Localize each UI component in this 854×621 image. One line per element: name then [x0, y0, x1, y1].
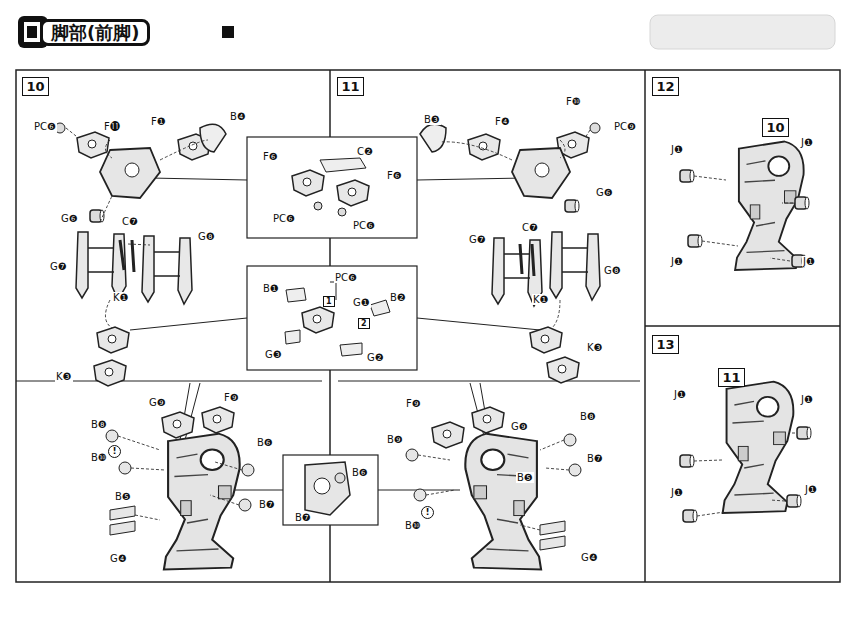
- part-label: PC❻: [33, 121, 57, 132]
- part-label: PC❻: [272, 213, 296, 224]
- part-label: B❼: [294, 512, 312, 523]
- part-label: B❿: [404, 520, 422, 531]
- part-label: B❿: [90, 452, 108, 463]
- part-label: J❶: [670, 256, 684, 267]
- part-label: G❻: [60, 213, 79, 224]
- part-label: G❽: [603, 265, 622, 276]
- part-label: B❶: [262, 283, 280, 294]
- caution-mark: !: [108, 445, 121, 458]
- step-number: 12: [652, 77, 679, 96]
- part-label: PC❾: [613, 121, 637, 132]
- part-label: J❶: [800, 137, 814, 148]
- part-label: F⓫: [103, 121, 121, 132]
- part-label: F❹: [494, 116, 511, 127]
- part-label: F❾: [405, 398, 422, 409]
- part-label: G❻: [595, 187, 614, 198]
- step-number-text: 11: [722, 371, 740, 385]
- part-label: C❼: [521, 222, 539, 233]
- step-number-text: 12: [656, 80, 674, 94]
- part-label: B❼: [586, 453, 604, 464]
- part-label: B❼: [258, 499, 276, 510]
- step-number: 11: [337, 77, 364, 96]
- part-label: F❾: [223, 392, 240, 403]
- sub-step-number: 1: [323, 296, 335, 307]
- part-label: G❾: [148, 397, 167, 408]
- part-label: G❷: [366, 352, 385, 363]
- part-label: B❻: [351, 467, 369, 478]
- part-label: B❽: [579, 411, 597, 422]
- part-label: G❼: [49, 261, 68, 272]
- part-label: G❼: [468, 234, 487, 245]
- caution-mark: !: [421, 506, 434, 519]
- part-label: B❹: [229, 111, 247, 122]
- part-label: J❶: [670, 144, 684, 155]
- part-label: K❸: [586, 342, 604, 353]
- part-label: G❹: [109, 553, 128, 564]
- step-reference: 11: [718, 368, 745, 387]
- part-label: J❶: [670, 487, 684, 498]
- part-label: B❺: [114, 491, 132, 502]
- title-banner: 脚部(前脚): [40, 19, 150, 46]
- part-label: J❶: [800, 394, 814, 405]
- part-label: G❾: [510, 421, 529, 432]
- part-label: K❶: [112, 292, 130, 303]
- part-label: B❸: [423, 114, 441, 125]
- part-label: F❻: [386, 170, 403, 181]
- part-label: C❼: [121, 216, 139, 227]
- sub-step-number: 2: [358, 318, 370, 329]
- part-label: F❿: [565, 96, 582, 107]
- title-text: 脚部(前脚): [51, 23, 139, 43]
- part-label: B❷: [389, 292, 407, 303]
- step-number-text: 10: [766, 121, 784, 135]
- part-label: G❶: [352, 297, 371, 308]
- step-number: 13: [652, 335, 679, 354]
- part-label: G❸: [264, 349, 283, 360]
- part-label: B❻: [256, 437, 274, 448]
- step-number-text: 13: [656, 338, 674, 352]
- step-number-text: 11: [341, 80, 359, 94]
- part-label: PC❻: [352, 220, 376, 231]
- part-label: J❶: [804, 484, 818, 495]
- step-reference: 10: [762, 118, 789, 137]
- part-label: F❻: [262, 151, 279, 162]
- part-label: PC❻: [334, 272, 358, 283]
- part-label: K❸: [55, 371, 73, 382]
- step-number: 10: [22, 77, 49, 96]
- part-label: G❽: [197, 231, 216, 242]
- part-label: K❶: [532, 294, 550, 305]
- part-label: G❹: [580, 552, 599, 563]
- part-label: B❺: [516, 472, 534, 483]
- part-label: B❾: [386, 434, 404, 445]
- part-label: J❶: [802, 256, 816, 267]
- part-label: F❶: [150, 116, 167, 127]
- step-number-text: 10: [26, 80, 44, 94]
- part-label: C❷: [356, 146, 374, 157]
- part-label: B❽: [90, 419, 108, 430]
- part-label: J❶: [673, 389, 687, 400]
